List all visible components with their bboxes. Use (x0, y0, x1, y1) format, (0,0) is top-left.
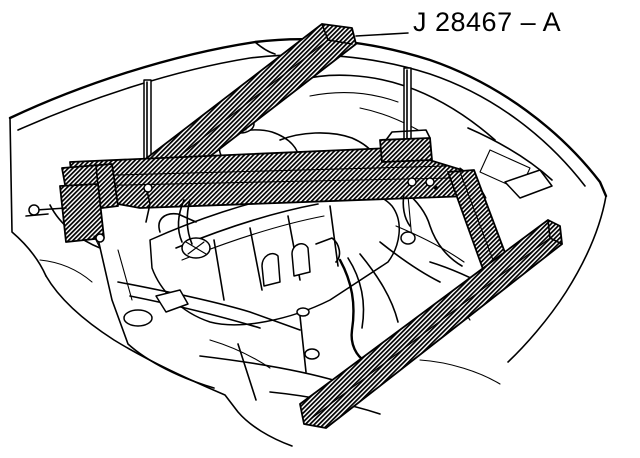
radiator-support (95, 229, 320, 401)
hook-chains (177, 177, 438, 245)
part-label-leader-line (355, 32, 409, 37)
left-clamp-assembly (25, 183, 153, 249)
part-number-label: J 28467 – A (413, 7, 562, 37)
right-hook-block (379, 129, 433, 163)
engine-block (149, 187, 400, 326)
radiator-hoses (338, 189, 465, 364)
lower-foot-beam (299, 219, 563, 429)
